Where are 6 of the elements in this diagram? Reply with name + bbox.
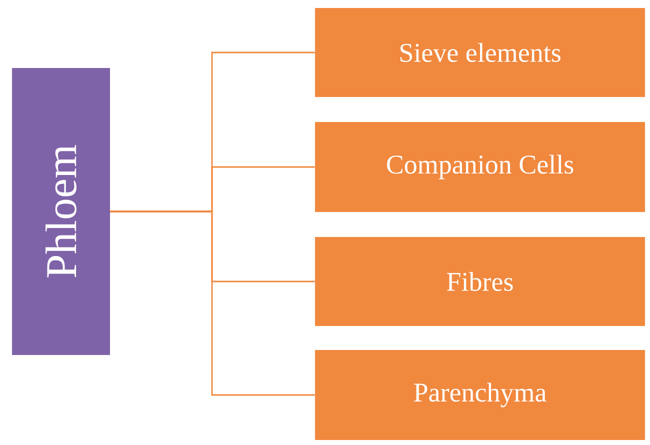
type-box: Parenchyma [315,350,645,440]
category-box: Phloem [12,68,110,355]
type-box: Sieve elements [315,8,645,97]
type-box: Fibres [315,237,645,326]
type-box: Companion Cells [315,122,645,212]
connector-line [110,210,315,396]
